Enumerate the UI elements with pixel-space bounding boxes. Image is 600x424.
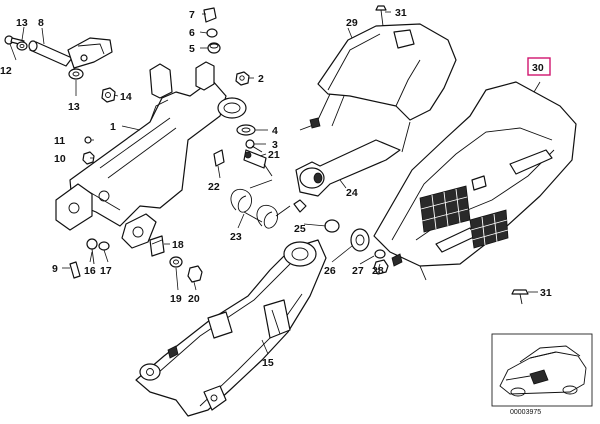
inset-vehicle-locator [491, 333, 593, 407]
callout-26: 26 [324, 265, 336, 277]
callout-20: 20 [188, 293, 200, 305]
inset-reference-number: 00003975 [510, 409, 541, 416]
part-30-lower-cover [373, 81, 577, 281]
callout-31-lower: 31 [540, 287, 552, 299]
callout-13-top: 13 [16, 17, 28, 29]
part-22-clip [213, 149, 225, 167]
part-drawings [4, 5, 593, 417]
callout-8: 8 [38, 17, 44, 29]
callout-9: 9 [52, 263, 58, 275]
callout-21: 21 [268, 149, 280, 161]
part-8-rod-bracket [28, 37, 113, 69]
callout-6: 6 [189, 27, 195, 39]
callout-11: 11 [54, 135, 65, 147]
callout-10: 10 [54, 153, 66, 165]
callout-28: 28 [372, 265, 384, 277]
callout-12: 12 [0, 65, 12, 77]
callout-1: 1 [110, 121, 116, 133]
callout-4: 4 [272, 125, 278, 137]
part-31-screw-lower [511, 289, 529, 305]
callout-13-lower: 13 [68, 101, 80, 113]
callout-15: 15 [262, 357, 274, 369]
callout-27: 27 [352, 265, 364, 277]
part-16-bolt [86, 238, 98, 265]
part-24-slider-arm [293, 139, 401, 213]
part-30-grille-2 [469, 209, 509, 249]
part-10-nut [82, 151, 95, 165]
callout-22: 22 [208, 181, 220, 193]
callout-2: 2 [258, 73, 264, 85]
part-4-washer [236, 124, 256, 136]
callout-18: 18 [172, 239, 184, 251]
part-5-bushing [207, 42, 221, 54]
callout-30: 30 [532, 62, 544, 74]
part-26-bearing [350, 228, 370, 252]
part-18-clip [149, 235, 165, 257]
part-17-washer [98, 241, 110, 251]
part-21-spring-pin [243, 149, 273, 177]
part-13-washer [16, 41, 28, 51]
callout-19: 19 [170, 293, 182, 305]
callout-25: 25 [294, 223, 306, 235]
part-3-bolt [245, 139, 263, 153]
part-23-spring [230, 179, 291, 229]
part-31-screw-top [375, 5, 387, 27]
part-20-nut [187, 265, 203, 283]
callout-31-top: 31 [395, 7, 407, 19]
part-19-washer [169, 256, 183, 268]
part-15-support-arm [135, 239, 327, 417]
callout-5: 5 [189, 43, 195, 55]
callout-labels: 13 8 7 29 31 30 6 5 2 12 14 13 1 4 11 3 … [0, 7, 552, 416]
callout-30-highlight [527, 57, 551, 76]
part-9-bolt [69, 261, 81, 279]
part-28-nut [373, 259, 389, 275]
part-29-upper-cover [299, 23, 457, 153]
part-2-nut [235, 71, 250, 86]
part-13-washer-lower [68, 68, 84, 80]
part-11-pin [84, 136, 92, 144]
callout-3: 3 [272, 139, 278, 151]
part-25-cap [324, 219, 340, 233]
callout-23: 23 [230, 231, 242, 243]
callout-29: 29 [346, 17, 358, 29]
part-1-column-bracket [55, 61, 247, 249]
part-7-clip [203, 7, 217, 23]
callout-14: 14 [120, 91, 132, 103]
callout-16: 16 [84, 265, 96, 277]
leader-lines [9, 11, 541, 355]
callout-7: 7 [189, 9, 195, 21]
callout-24: 24 [346, 187, 358, 199]
part-27-washer [374, 249, 386, 259]
part-14-nut [101, 87, 116, 103]
part-6-bushing [206, 28, 218, 38]
callout-17: 17 [100, 265, 112, 277]
